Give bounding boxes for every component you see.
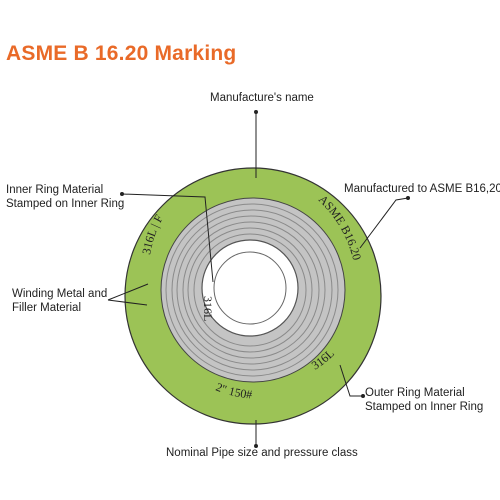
winding-label-line-1: Winding Metal and xyxy=(12,288,108,300)
inner-ring-material-label: Inner Ring Material Stamped on Inner Rin… xyxy=(6,183,124,211)
leader-lines xyxy=(107,112,409,446)
inner-ring-label-line-2: Stamped on Inner Ring xyxy=(6,198,125,210)
nominal-size-class-label: Nominal Pipe size and pressure class xyxy=(166,447,358,459)
manufactured-to-asme-label: Manufactured to ASME B16,20 xyxy=(344,183,500,195)
stamp-winding-material: 316L | FG xyxy=(0,0,166,256)
manufacturer-name-label: Manufacture's name xyxy=(210,92,314,104)
leader-dots xyxy=(120,110,410,448)
bore-hole xyxy=(213,251,287,325)
page-title: ASME B 16.20 Marking xyxy=(6,42,237,65)
winding-grooves xyxy=(165,203,339,377)
outer-ring-label-line-2: Stamped on Inner Ring xyxy=(365,401,484,413)
stamp-inner-material: 316L xyxy=(201,296,215,321)
inner-ring-label-line-1: Inner Ring Material xyxy=(6,184,104,196)
outer-ring-material-label: Outer Ring Material Stamped on Inner Rin… xyxy=(365,386,483,414)
winding-label-line-2: Filler Material xyxy=(12,302,82,314)
winding-filler-material-label: Winding Metal and Filler Material xyxy=(12,287,107,315)
outer-ring-label-line-1: Outer Ring Material xyxy=(365,387,465,399)
